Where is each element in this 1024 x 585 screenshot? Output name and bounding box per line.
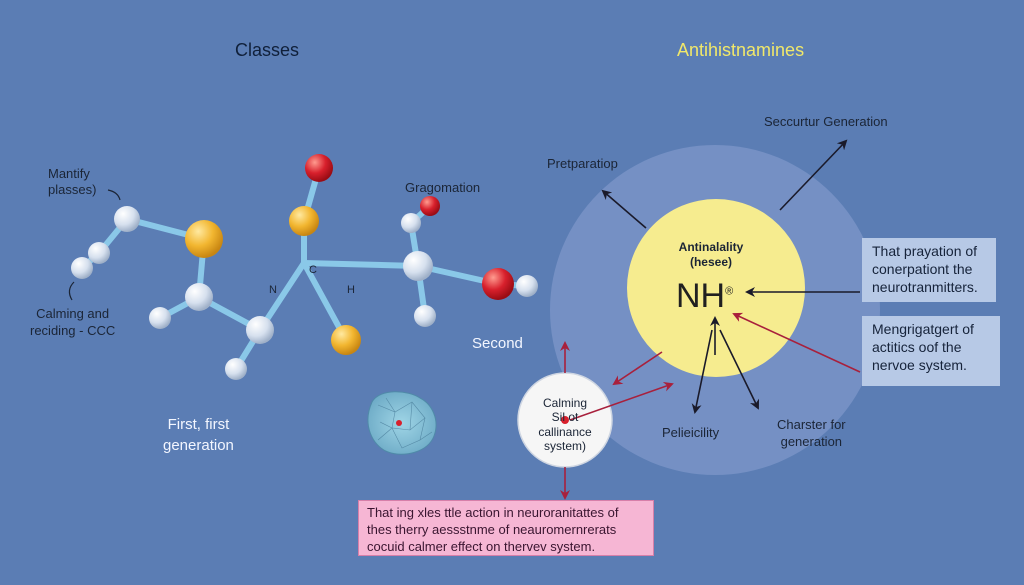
second-label: Second [472, 335, 523, 352]
caption-box: That ing xles ttle action in neuroranita… [358, 500, 654, 556]
successor-generation-label: Seccurtur Generation [764, 114, 888, 129]
molecule-bonds [79, 165, 530, 372]
atom-red [482, 268, 514, 300]
core-circle [627, 199, 805, 377]
many-callout-arrow [107, 189, 121, 201]
atom-h-label: H [347, 284, 355, 296]
charster-label: Charster for generation [777, 417, 846, 449]
many-classes-label: Mantify plasses) [48, 166, 97, 198]
classes-heading: Classes [235, 40, 300, 60]
atom-white [246, 316, 274, 344]
calming-callout-line [68, 281, 75, 301]
atom-red [305, 154, 333, 182]
calming-circle-label: Calming Sil ot callinance system) [538, 396, 592, 454]
gragomation-label: Gragomation [405, 180, 481, 195]
atom-white [401, 213, 421, 233]
atom-c-label: C [309, 264, 317, 276]
cell-blob [367, 391, 437, 455]
atom-white [88, 242, 110, 264]
core-formula: NH® [676, 277, 734, 315]
calming-dot [561, 416, 569, 424]
registered-mark: ® [725, 285, 734, 298]
info-box-neurotransmitters: That prayation of conerpationt the neuro… [862, 238, 996, 302]
dark-arrows [601, 139, 860, 414]
antihistamines-heading: Antihistnamines [677, 40, 805, 60]
atom-white [516, 275, 538, 297]
calming-reciding-label: Calming and reciding - CCC [30, 306, 116, 338]
atom-gold [331, 325, 361, 355]
atom-white [403, 251, 433, 281]
atom-n-label: N [269, 284, 277, 296]
atom-gold [185, 220, 223, 258]
atom-white [225, 358, 247, 380]
atom-red [420, 196, 440, 216]
pelicity-label: Pelieicility [662, 425, 720, 440]
molecule-atoms [71, 154, 538, 380]
atom-white [414, 305, 436, 327]
first-generation-label: First, first generation [163, 416, 234, 454]
atom-gold [289, 206, 319, 236]
atom-white [149, 307, 171, 329]
red-arrows [560, 312, 861, 500]
info-box-nervous-system: Mengrigatgert of actitics oof the nervoe… [862, 316, 1000, 386]
core-title: Antinalality (hesee) [678, 240, 744, 269]
atom-white [71, 257, 93, 279]
atom-white [114, 206, 140, 232]
atom-white [185, 283, 213, 311]
preparation-label: Pretparatiop [547, 156, 618, 171]
